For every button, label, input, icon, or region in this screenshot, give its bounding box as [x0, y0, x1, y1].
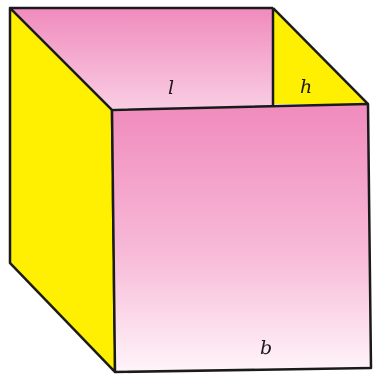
top-right-edge: [272, 7, 369, 105]
front-face: [110, 102, 373, 374]
height-label: h: [300, 76, 312, 98]
length-label: l: [168, 77, 174, 99]
breadth-label: b: [260, 337, 272, 359]
back-inner-face: [10, 8, 273, 108]
